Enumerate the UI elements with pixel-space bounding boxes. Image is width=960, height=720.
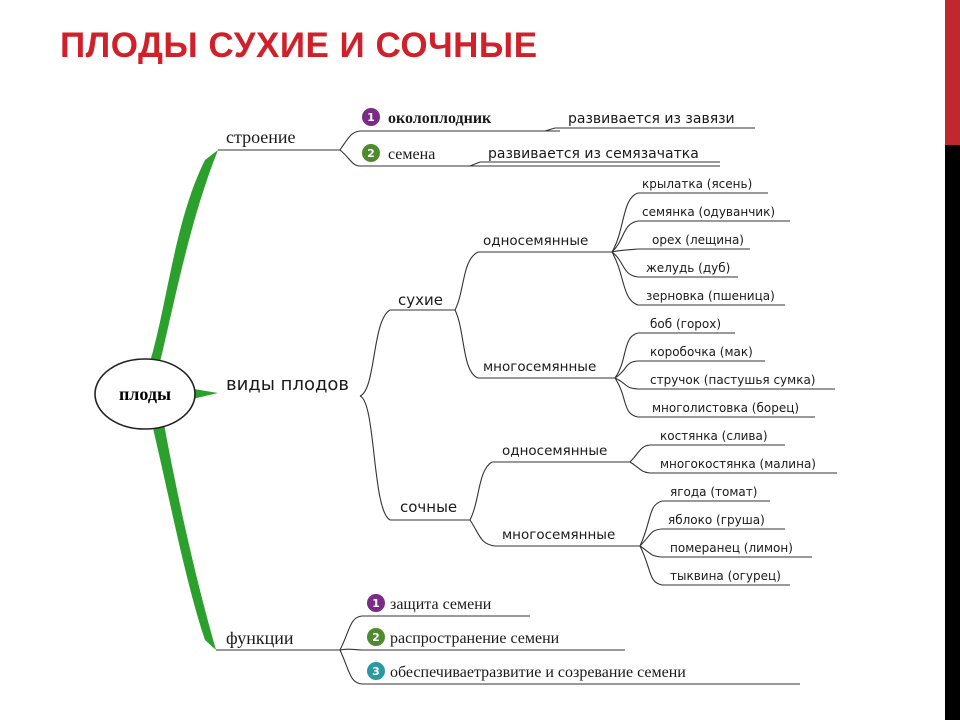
juicy-connector-multi bbox=[469, 519, 496, 547]
slide-title: ПЛОДЫ СУХИЕ И СОЧНЫЕ bbox=[60, 26, 538, 65]
root-node bbox=[94, 358, 196, 430]
dry-single-leaf-5-connector bbox=[611, 251, 639, 306]
functions-connector-2 bbox=[339, 648, 363, 651]
dry-connector-multi bbox=[454, 309, 479, 379]
root-label: плоды bbox=[119, 384, 171, 404]
structure-item-1-label: околоплодник bbox=[388, 110, 492, 127]
functions-badge-1-label: 1 bbox=[372, 597, 380, 610]
structure-item-2-label: семена bbox=[388, 146, 435, 163]
functions-item-3-label: обеспечиваетразвитие и созревание семени bbox=[390, 664, 686, 681]
structure-connector-2 bbox=[339, 149, 361, 167]
juicy-multi-label: многосемянные bbox=[502, 527, 615, 543]
number-badge-2 bbox=[367, 628, 385, 646]
juicy-multi-leaf-3: померанец (лимон) bbox=[670, 541, 793, 555]
functions-label: функции bbox=[226, 628, 294, 648]
dry-single-leaf-2: семянка (одуванчик) bbox=[642, 205, 775, 219]
dry-multi-leaf-1: боб (горох) bbox=[650, 317, 721, 331]
number-badge-2-label: 2 bbox=[367, 147, 375, 160]
dry-connector-single bbox=[454, 251, 479, 311]
juicy-multi-leaf-4: тыквина (огурец) bbox=[670, 569, 781, 583]
dry-multi-leaf-2: коробочка (мак) bbox=[650, 345, 753, 359]
kinds-connector-juicy bbox=[359, 395, 391, 521]
juicy-single-label: односемянные bbox=[502, 443, 607, 459]
dry-single-leaf-4-connector bbox=[611, 251, 639, 278]
functions-item-1-label: защита семени bbox=[390, 596, 492, 613]
dry-label: сухие bbox=[398, 291, 443, 309]
number-badge-1 bbox=[362, 108, 380, 126]
structure-label: строение bbox=[226, 127, 296, 147]
number-badge-3 bbox=[367, 662, 385, 680]
juicy-multi-leaf-2-connector bbox=[639, 528, 663, 547]
structure-connector-1 bbox=[339, 130, 361, 151]
dry-single-leaf-1: крылатка (ясень) bbox=[642, 177, 752, 191]
juicy-single-leaf-2: многокостянка (малина) bbox=[660, 457, 816, 471]
slide-side-bar-accent bbox=[945, 0, 960, 145]
dry-multi-leaf-3: стручок (пастушья сумка) bbox=[650, 373, 816, 387]
kinds-connector-dry bbox=[359, 309, 391, 397]
dry-single-leaf-2-connector bbox=[611, 220, 639, 253]
dry-multi-leaf-2-connector bbox=[614, 360, 639, 379]
number-badge-1 bbox=[367, 594, 385, 612]
dry-multi-leaf-4: многолистовка (борец) bbox=[652, 401, 799, 415]
structure-note-1-connector bbox=[544, 127, 556, 132]
juicy-single-leaf-1: костянка (слива) bbox=[660, 429, 768, 443]
structure-note-2-connector bbox=[469, 161, 481, 167]
functions-connector-1 bbox=[339, 615, 363, 651]
dry-single-label: односемянные bbox=[483, 233, 588, 249]
functions-badge-2-label: 2 bbox=[372, 631, 380, 644]
dry-single-leaf-3: орех (лещина) bbox=[652, 233, 744, 247]
functions-connector-3 bbox=[339, 649, 363, 685]
dry-single-leaf-1-connector bbox=[611, 192, 639, 253]
juicy-label: сочные bbox=[400, 498, 457, 516]
juicy-single-leaf-2-connector bbox=[629, 461, 651, 474]
dry-single-leaf-4: желудь (дуб) bbox=[646, 261, 730, 275]
dry-multi-leaf-4-connector bbox=[614, 377, 639, 418]
juicy-connector-single bbox=[469, 461, 493, 521]
kinds-label: виды плодов bbox=[226, 374, 349, 395]
juicy-multi-leaf-4-connector bbox=[639, 545, 663, 586]
branch-functions bbox=[152, 424, 216, 650]
dry-multi-leaf-1-connector bbox=[614, 332, 639, 379]
juicy-multi-leaf-3-connector bbox=[639, 545, 663, 558]
structure-item-2-note: развивается из семязачатка bbox=[488, 146, 699, 162]
juicy-multi-leaf-1: ягода (томат) bbox=[670, 485, 757, 499]
juicy-single-leaf-1-connector bbox=[629, 444, 651, 463]
branch-structure bbox=[150, 150, 218, 362]
functions-item-2-label: распространение семени bbox=[390, 630, 560, 647]
dry-single-leaf-5: зерновка (пшеница) bbox=[646, 289, 775, 303]
dry-multi-leaf-3-connector bbox=[614, 377, 639, 390]
number-badge-2 bbox=[362, 144, 380, 162]
juicy-multi-leaf-2: яблоко (груша) bbox=[668, 513, 765, 527]
juicy-multi-leaf-1-connector bbox=[639, 500, 663, 547]
functions-badge-3-label: 3 bbox=[372, 665, 380, 678]
slide-side-bar bbox=[945, 0, 960, 720]
structure-item-1-note: развивается из завязи bbox=[568, 111, 735, 127]
dry-single-leaf-3-connector bbox=[611, 248, 639, 253]
number-badge-1-label: 1 bbox=[367, 111, 375, 124]
dry-multi-label: многосемянные bbox=[483, 359, 596, 375]
